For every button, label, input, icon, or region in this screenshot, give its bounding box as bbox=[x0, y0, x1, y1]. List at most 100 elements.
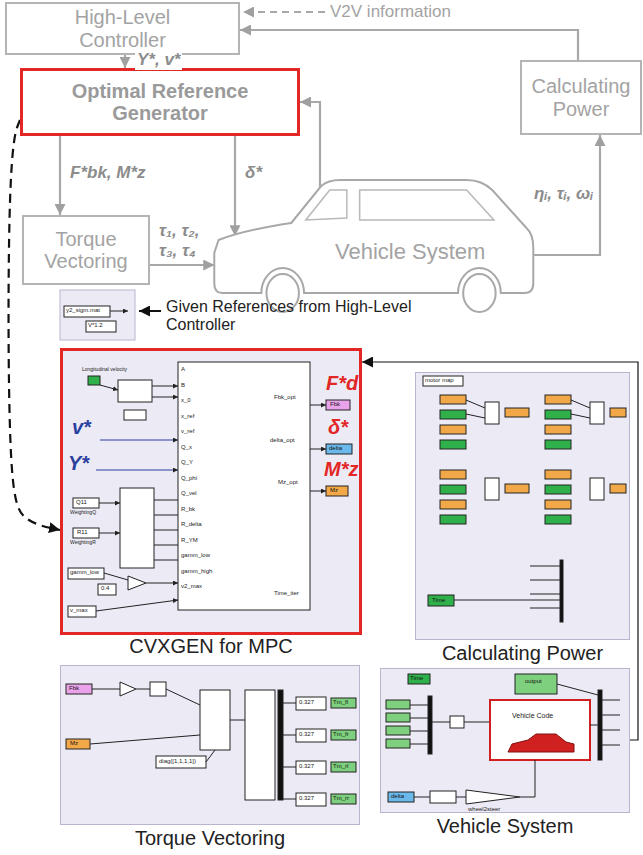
simulink-blocks-part-part bbox=[386, 700, 410, 709]
simulink-blocks-part-part bbox=[545, 440, 571, 449]
simulink-blocks-part bbox=[410, 744, 428, 745]
car-wheel bbox=[463, 274, 496, 312]
simulink-blocks-part bbox=[466, 414, 485, 418]
simulink-blocks-part bbox=[485, 402, 499, 424]
block-text: gamm_low bbox=[181, 552, 210, 559]
panel-caption: Vehicle System bbox=[361, 815, 643, 837]
simulink-blocks-part bbox=[326, 444, 352, 454]
simulink-blocks-part-part bbox=[440, 515, 466, 524]
simulink-blocks-part-part bbox=[440, 485, 466, 494]
simulink-blocks-part bbox=[283, 735, 296, 736]
simulink-blocks-part bbox=[206, 750, 215, 762]
block-text: Time bbox=[410, 675, 423, 682]
block-text: 0.327 bbox=[299, 763, 314, 770]
panel-ground-part bbox=[60, 290, 135, 340]
simulink-blocks-part bbox=[515, 674, 557, 694]
simulink-blocks-part bbox=[146, 583, 178, 584]
simulink-blocks-part bbox=[150, 682, 166, 696]
simulink-blocks-part bbox=[520, 760, 535, 797]
block-text: R_YM bbox=[181, 537, 198, 544]
simulink-blocks-part bbox=[326, 400, 350, 410]
simulink-panel: Torque Vectoring bbox=[60, 665, 360, 825]
block-text: R_delta bbox=[181, 521, 202, 528]
simulink-blocks-part bbox=[154, 545, 178, 546]
simulink-blocks-part bbox=[245, 690, 275, 800]
simulink-blocks-part bbox=[90, 735, 200, 744]
block-text: Q_x bbox=[181, 444, 192, 451]
simulink-blocks-part bbox=[557, 684, 598, 695]
simulink-blocks-part bbox=[610, 484, 626, 493]
note-text: Given References from High-Level Control… bbox=[166, 298, 436, 333]
simulink-blocks-part bbox=[230, 720, 245, 721]
simulink-blocks-part bbox=[98, 584, 116, 595]
simulink-blocks-part-part bbox=[331, 762, 356, 772]
panel-caption: Torque Vectoring bbox=[41, 827, 379, 849]
block-text: delta_opt bbox=[270, 437, 295, 444]
process-box: Calculating Power bbox=[520, 60, 642, 135]
simulink-blocks-part bbox=[66, 739, 90, 749]
simulink-blocks bbox=[64, 306, 626, 806]
signal-arrow bbox=[300, 102, 320, 187]
block-text: R11 bbox=[77, 529, 88, 536]
simulink-blocks-part bbox=[428, 696, 432, 754]
block-text: Fbk bbox=[330, 401, 340, 408]
callout-arrow bbox=[139, 311, 161, 312]
note-text: V2V information bbox=[330, 3, 451, 22]
simulink-blocks-part bbox=[310, 491, 326, 492]
block-text: Longitudinal velocity bbox=[82, 367, 127, 373]
simulink-blocks-part bbox=[178, 362, 310, 610]
simulink-blocks-part bbox=[602, 745, 620, 746]
simulink-blocks-part bbox=[96, 600, 178, 611]
block-text: Tm_rr bbox=[333, 795, 349, 802]
simulink-blocks-part bbox=[508, 734, 574, 752]
simulink-blocks-part bbox=[283, 703, 296, 704]
block-text: WeightingR bbox=[70, 540, 96, 546]
signal-name: F*d bbox=[326, 372, 358, 394]
edge-label: τ₁, τ₂, τ₃, τ₄ bbox=[157, 221, 207, 260]
simulink-blocks-part bbox=[154, 500, 178, 501]
signal-arrow bbox=[124, 55, 126, 68]
simulink-blocks-part bbox=[414, 797, 430, 798]
block-text: Mz bbox=[330, 487, 338, 494]
v2v-dashed-arrow-part bbox=[243, 11, 325, 13]
simulink-blocks-part bbox=[66, 684, 92, 694]
simulink-blocks-part bbox=[310, 449, 326, 450]
simulink-blocks-part bbox=[100, 440, 178, 441]
simulink-blocks-part bbox=[278, 690, 283, 800]
block-text: gamm_low bbox=[70, 569, 99, 576]
block-text: v2_max bbox=[181, 583, 202, 590]
block-text: Q_Y bbox=[181, 459, 193, 466]
car-window bbox=[306, 190, 494, 220]
v2v-dashed-arrow bbox=[243, 12, 325, 13]
simulink-blocks-part bbox=[602, 715, 620, 716]
simulink-blocks-part bbox=[124, 410, 146, 420]
simulink-blocks-part-part bbox=[545, 425, 571, 434]
simulink-blocks-part bbox=[68, 568, 104, 579]
simulink-blocks-part bbox=[428, 595, 454, 606]
simulink-blocks-part bbox=[571, 414, 590, 418]
simulink-blocks-part bbox=[99, 533, 120, 534]
simulink-blocks-part bbox=[590, 725, 598, 726]
panel-ground-part bbox=[60, 665, 360, 825]
simulink-blocks-part bbox=[590, 478, 604, 500]
simulink-blocks-part-part bbox=[386, 713, 410, 722]
signal-name: Y* bbox=[68, 452, 89, 474]
block-text: Time bbox=[432, 597, 445, 604]
vehicle-shape: Vehicle System bbox=[210, 178, 535, 313]
generator-box: Optimal Reference Generator bbox=[20, 68, 300, 136]
simulink-blocks-part-part bbox=[331, 698, 356, 708]
simulink-blocks-part bbox=[450, 716, 464, 728]
callout-arrow-part bbox=[139, 310, 161, 312]
simulink-blocks-part bbox=[505, 408, 529, 417]
edge-label: F*bk, M*z bbox=[68, 163, 148, 183]
simulink-blocks-part bbox=[64, 306, 110, 317]
block-text: 0.4 bbox=[101, 585, 109, 592]
simulink-panel: Calculating Power bbox=[415, 372, 630, 640]
simulink-blocks-part-part bbox=[440, 395, 466, 404]
simulink-blocks-part bbox=[136, 689, 150, 690]
simulink-blocks-part bbox=[466, 400, 485, 408]
simulink-blocks-part bbox=[423, 376, 463, 386]
block-text: wheel2steer bbox=[468, 806, 500, 813]
simulink-blocks-part bbox=[590, 402, 604, 424]
simulink-blocks-part bbox=[154, 515, 178, 516]
